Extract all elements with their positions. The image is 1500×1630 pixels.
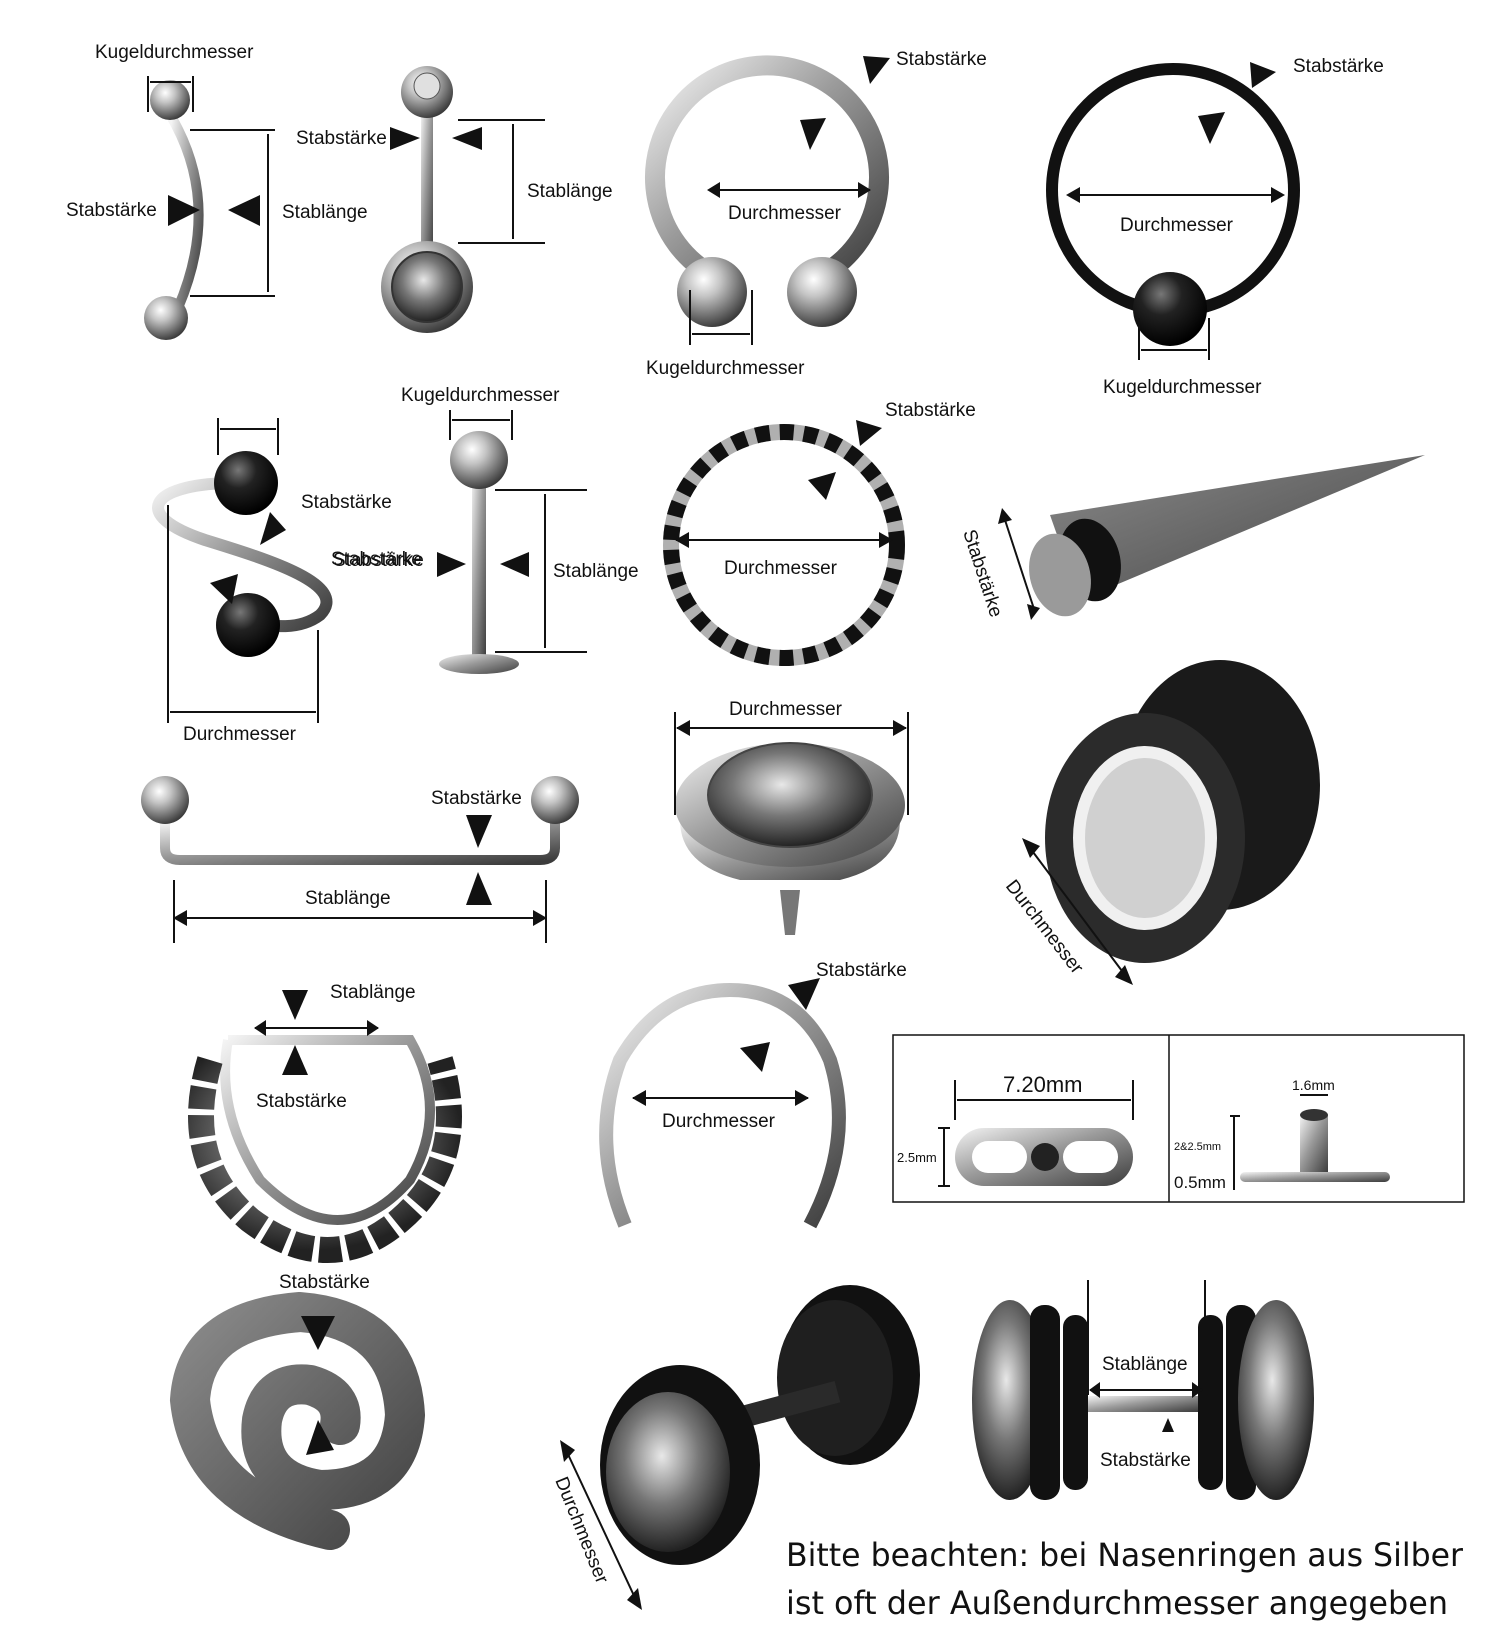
dermal-post-value: 2&2.5mm — [1174, 1141, 1221, 1153]
label-thickness: Stabstärke — [66, 200, 157, 221]
label-thickness-8: Stabstärke — [958, 527, 1006, 620]
label-ball-diameter: Kugeldurchmesser — [95, 42, 254, 63]
spiral-taper-figure — [169, 1291, 426, 1550]
label-thickness-5b: Stabstärke — [333, 550, 424, 571]
dermal-length-value: 7.20mm — [1003, 1072, 1082, 1097]
label-ball-diameter-6: Kugeldurchmesser — [401, 385, 560, 406]
label-diameter-4: Durchmesser — [1120, 215, 1234, 236]
label-length: Stablänge — [282, 202, 368, 223]
dermal-base-value: 0.5mm — [1174, 1173, 1226, 1192]
label-diameter-13: Durchmesser — [662, 1111, 776, 1132]
label-thickness-6: Stabstärke — [331, 549, 422, 570]
label-diameter-7: Durchmesser — [724, 558, 838, 579]
label-thickness-2: Stabstärke — [296, 128, 387, 149]
horseshoe-figure — [645, 55, 890, 345]
label-length-17: Stablänge — [1102, 1354, 1188, 1375]
screw-tunnel-figure — [1022, 660, 1320, 985]
double-flared-plug-figure — [972, 1280, 1314, 1500]
dermal-top-figure — [674, 712, 909, 935]
ball-closure-ring-figure — [1046, 62, 1300, 360]
label-thickness-17: Stabstärke — [1100, 1450, 1191, 1471]
label-diameter-5: Durchmesser — [183, 724, 297, 745]
dermal-hole-value: 1.6mm — [1292, 1077, 1335, 1093]
label-ball-diameter-3: Kugeldurchmesser — [646, 358, 805, 379]
label-thickness-3: Stabstärke — [896, 49, 987, 70]
label-ball-diameter-4: Kugeldurchmesser — [1103, 377, 1262, 398]
label-length-6: Stablänge — [553, 561, 639, 582]
label-length-12: Stablänge — [330, 982, 416, 1003]
label-thickness-4: Stabstärke — [1293, 56, 1384, 77]
label-length-2: Stablänge — [527, 181, 613, 202]
surface-bar-figure — [141, 776, 579, 943]
label-thickness-15: Stabstärke — [279, 1272, 370, 1293]
labret-figure — [437, 410, 587, 674]
label-thickness-12: Stabstärke — [256, 1091, 347, 1112]
label-thickness-5a: Stabstärke — [301, 492, 392, 513]
label-thickness-9: Stabstärke — [431, 788, 522, 809]
navel-banana-figure — [381, 66, 545, 333]
note-line-2: ist oft der Außendurchmesser angegeben — [786, 1584, 1448, 1622]
taper-figure — [998, 455, 1425, 620]
striped-ring-figure — [663, 420, 905, 666]
septum-retainer-figure — [599, 978, 846, 1229]
note-line-1: Bitte beachten: bei Nasenringen aus Silb… — [786, 1536, 1464, 1574]
septum-clicker-figure — [188, 990, 462, 1263]
spiral-twister-figure — [152, 418, 333, 723]
label-diameter-10: Durchmesser — [729, 699, 843, 720]
fake-plug-figure — [560, 1285, 920, 1610]
curved-barbell-figure — [144, 76, 275, 340]
label-length-9: Stablänge — [305, 888, 391, 909]
dermal-anchor-spec-figure — [892, 1034, 1465, 1203]
label-thickness-7: Stabstärke — [885, 400, 976, 421]
label-diameter-3: Durchmesser — [728, 203, 842, 224]
dermal-height-value: 2.5mm — [897, 1150, 937, 1165]
label-thickness-13: Stabstärke — [816, 960, 907, 981]
